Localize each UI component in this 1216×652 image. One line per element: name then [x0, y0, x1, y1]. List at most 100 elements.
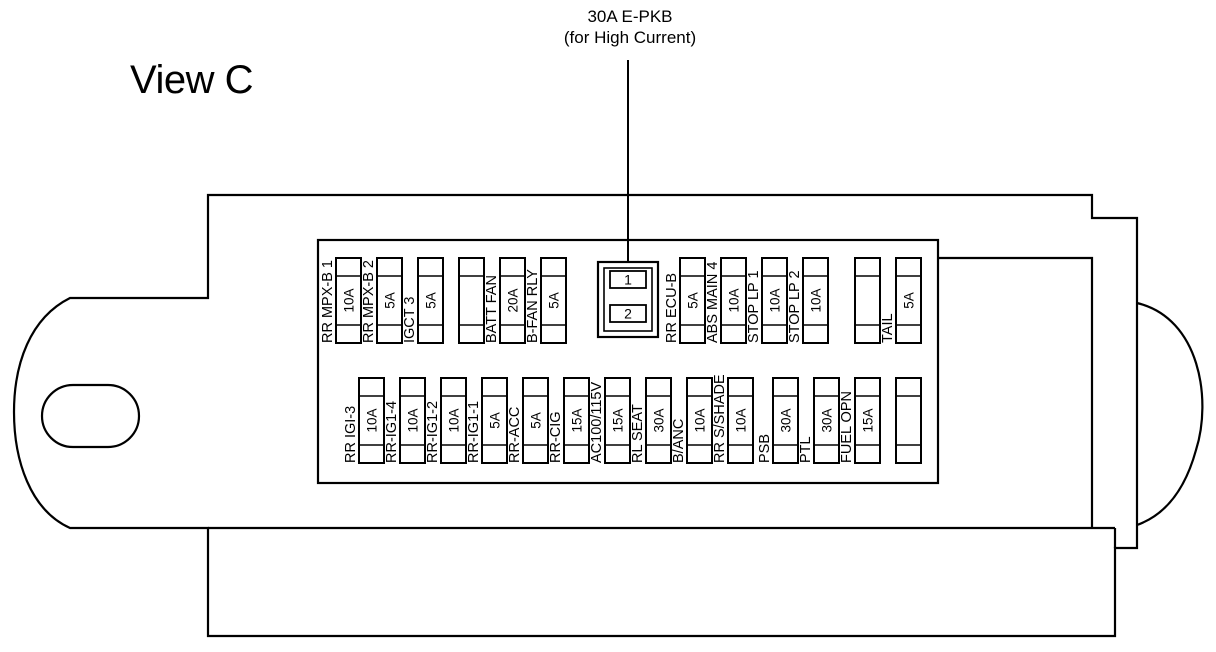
fuse-body: [686, 377, 713, 464]
fuse-body: [802, 257, 829, 344]
inner-rim: [208, 256, 1117, 548]
fuse-label: PSB: [757, 434, 773, 463]
bottom-fuse-row: 10A RR IGI-3 10A RR-IG1-4 10A RR-IG1-2 5A RR-IG…: [343, 374, 922, 464]
relay-slot-2: 2: [624, 306, 632, 322]
top-row-fuse-7: 5A RR ECU-B: [664, 257, 706, 344]
fuse-label: STOP LP 1: [746, 270, 762, 343]
fuse-body: [772, 377, 799, 464]
bottom-row-fuse-6: 15A RR-CIG: [548, 377, 590, 464]
fuse-body: [720, 257, 747, 344]
fuse-rating: 5A: [686, 292, 701, 309]
fuse-label: RR MPX-B 1: [320, 260, 336, 343]
fuse-rating: 5A: [902, 292, 917, 309]
right-tab-outline: [1136, 301, 1204, 527]
fuse-body: [854, 377, 881, 464]
fuse-body: [376, 257, 403, 344]
fuse-rating: 10A: [693, 408, 708, 432]
bottom-row-fuse-3: 10A RR-IG1-2: [425, 377, 467, 464]
fuse-label: RR IGI-3: [343, 406, 359, 463]
fuse-body: [727, 377, 754, 464]
fuse-rating: 10A: [809, 288, 824, 312]
fuse-rating: 10A: [768, 288, 783, 312]
fuse-body: [458, 257, 485, 344]
fuse-label: RL SEAT: [630, 404, 646, 463]
fuse-label: B-FAN RLY: [525, 269, 541, 343]
fuse-body: [335, 257, 362, 344]
fuse-body: [563, 377, 590, 464]
fuse-body: [645, 377, 672, 464]
fuse-rating: 5A: [547, 292, 562, 309]
fuse-rating: 30A: [652, 408, 667, 432]
fuse-label: IGCT 3: [402, 297, 418, 343]
fuse-body: [440, 377, 467, 464]
fuse-body: [522, 377, 549, 464]
bottom-row-fuse-8: 30A RL SEAT: [630, 377, 672, 464]
fuse-label: RR-CIG: [548, 411, 564, 463]
relay-slot-1: 1: [624, 272, 632, 288]
fuse-rating: 15A: [611, 408, 626, 432]
fuse-body: [761, 257, 788, 344]
callout-line-2: (for High Current): [563, 28, 697, 47]
fuse-rating: 10A: [365, 408, 380, 432]
fuse-rating: 10A: [342, 288, 357, 312]
fuse-label: PTL: [798, 436, 814, 463]
fuse-body: [540, 257, 567, 344]
fuse-rating: 30A: [820, 408, 835, 432]
fuse-body: [481, 377, 508, 464]
fuse-body: [604, 377, 631, 464]
fuse-label: RR ECU-B: [664, 273, 680, 343]
fuse-label: STOP LP 2: [787, 270, 803, 343]
fuse-body: [813, 377, 840, 464]
fuse-rating: 5A: [529, 412, 544, 429]
fuse-label: RR-IG1-4: [384, 401, 400, 463]
fuse-rating: 10A: [406, 408, 421, 432]
bottom-row-fuse-13: 15A FUEL OPN: [839, 377, 881, 464]
view-title: View C: [130, 58, 253, 102]
fuse-rating: 5A: [424, 292, 439, 309]
top-row-fuse-2: 5A RR MPX-B 2: [361, 257, 403, 344]
bottom-row-fuse-1: 10A RR IGI-3: [343, 377, 385, 464]
fuse-body: [358, 377, 385, 464]
fuse-body: [499, 257, 526, 344]
fuse-rating: 15A: [570, 408, 585, 432]
top-row-fuse-5: 20A BATT FAN: [484, 257, 526, 344]
fuse-rating: 20A: [506, 288, 521, 312]
fuse-label: FUEL OPN: [839, 391, 855, 463]
top-row-fuse-3: 5A IGCT 3: [402, 257, 444, 344]
box-outline: [12, 193, 1139, 638]
fuse-label: RR MPX-B 2: [361, 260, 377, 343]
fuse-body: [895, 377, 922, 464]
fuse-rating: 15A: [861, 408, 876, 432]
bottom-row-fuse-4: 5A RR-IG1-1: [466, 377, 508, 464]
fuse-rating: 5A: [488, 412, 503, 429]
fuse-rating: 10A: [447, 408, 462, 432]
top-row-fuse-6: 5A B-FAN RLY: [525, 257, 567, 344]
bottom-row-fuse-2: 10A RR-IG1-4: [384, 377, 426, 464]
fuse-body: [679, 257, 706, 344]
fuse-body: [854, 257, 881, 344]
callout-line-1: 30A E-PKB: [587, 7, 673, 26]
fuse-rating: 10A: [727, 288, 742, 312]
fuse-label: TAIL: [880, 313, 896, 343]
fuse-label: RR-IG1-1: [466, 401, 482, 463]
fuse-label: RR-IG1-2: [425, 401, 441, 463]
fuse-label: AC100/115V: [589, 382, 605, 463]
bottom-row-fuse-11: 30A PSB: [757, 377, 799, 464]
e-pkb-relay: 1 2: [596, 260, 660, 339]
top-row-fuse-12: 5A TAIL: [880, 257, 922, 344]
fuse-rating: 5A: [383, 292, 398, 309]
relay-slot-1-box: [609, 270, 647, 289]
fuse-label: BATT FAN: [484, 275, 500, 343]
fuse-body: [399, 377, 426, 464]
fuse-rating: 30A: [779, 408, 794, 432]
top-row-fuse-1: 10A RR MPX-B 1: [320, 257, 362, 344]
top-row-fuse-4: [458, 257, 485, 344]
fuse-rating: 10A: [734, 408, 749, 432]
fuse-body: [895, 257, 922, 344]
